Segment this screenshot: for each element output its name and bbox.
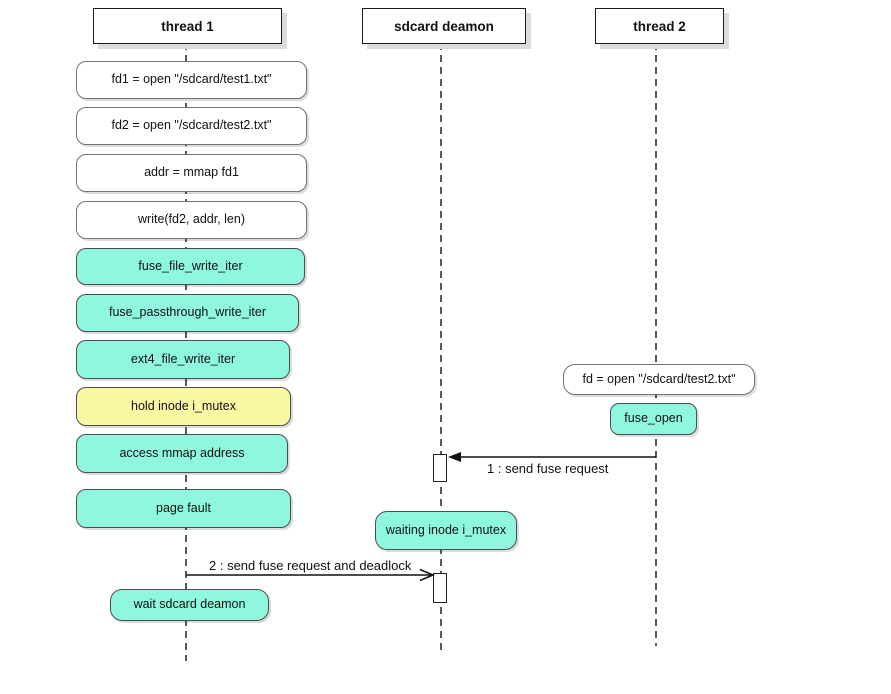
step-open-test2: fd2 = open "/sdcard/test2.txt" (76, 107, 307, 145)
step-access-mmap-address: access mmap address (76, 434, 288, 473)
lifeline-sdcard-daemon (440, 43, 442, 650)
actor-header-thread1: thread 1 (93, 8, 282, 44)
message-label-1: 1 : send fuse request (487, 461, 609, 476)
step-wait-sdcard-daemon: wait sdcard deamon (110, 589, 269, 621)
step-page-fault: page fault (76, 489, 291, 528)
message-arrow-2 (186, 568, 435, 582)
actor-header-thread2: thread 2 (595, 8, 724, 44)
step-ext4-file-write-iter: ext4_file_write_iter (76, 340, 290, 379)
message-label-2: 2 : send fuse request and deadlock (209, 558, 412, 573)
activation-bar-2 (433, 573, 447, 603)
step-mmap: addr = mmap fd1 (76, 154, 307, 192)
step-fuse-file-write-iter: fuse_file_write_iter (76, 248, 305, 285)
step-waiting-inode-mutex: waiting inode i_mutex (375, 511, 517, 550)
activation-bar-1 (433, 454, 447, 482)
step-open-test1: fd1 = open "/sdcard/test1.txt" (76, 61, 307, 99)
open-arrowhead-icon (419, 568, 435, 582)
step-fuse-open: fuse_open (610, 403, 697, 435)
lifeline-thread2 (655, 43, 657, 646)
step-write: write(fd2, addr, len) (76, 201, 307, 239)
solid-arrowhead-icon (448, 452, 461, 462)
step-hold-inode-mutex: hold inode i_mutex (76, 387, 291, 426)
actor-header-sdcard-daemon: sdcard deamon (362, 8, 526, 44)
message-arrow-1 (448, 452, 656, 462)
step-fuse-passthrough-write-iter: fuse_passthrough_write_iter (76, 294, 299, 332)
step-thread2-open-test2: fd = open "/sdcard/test2.txt" (563, 364, 755, 395)
